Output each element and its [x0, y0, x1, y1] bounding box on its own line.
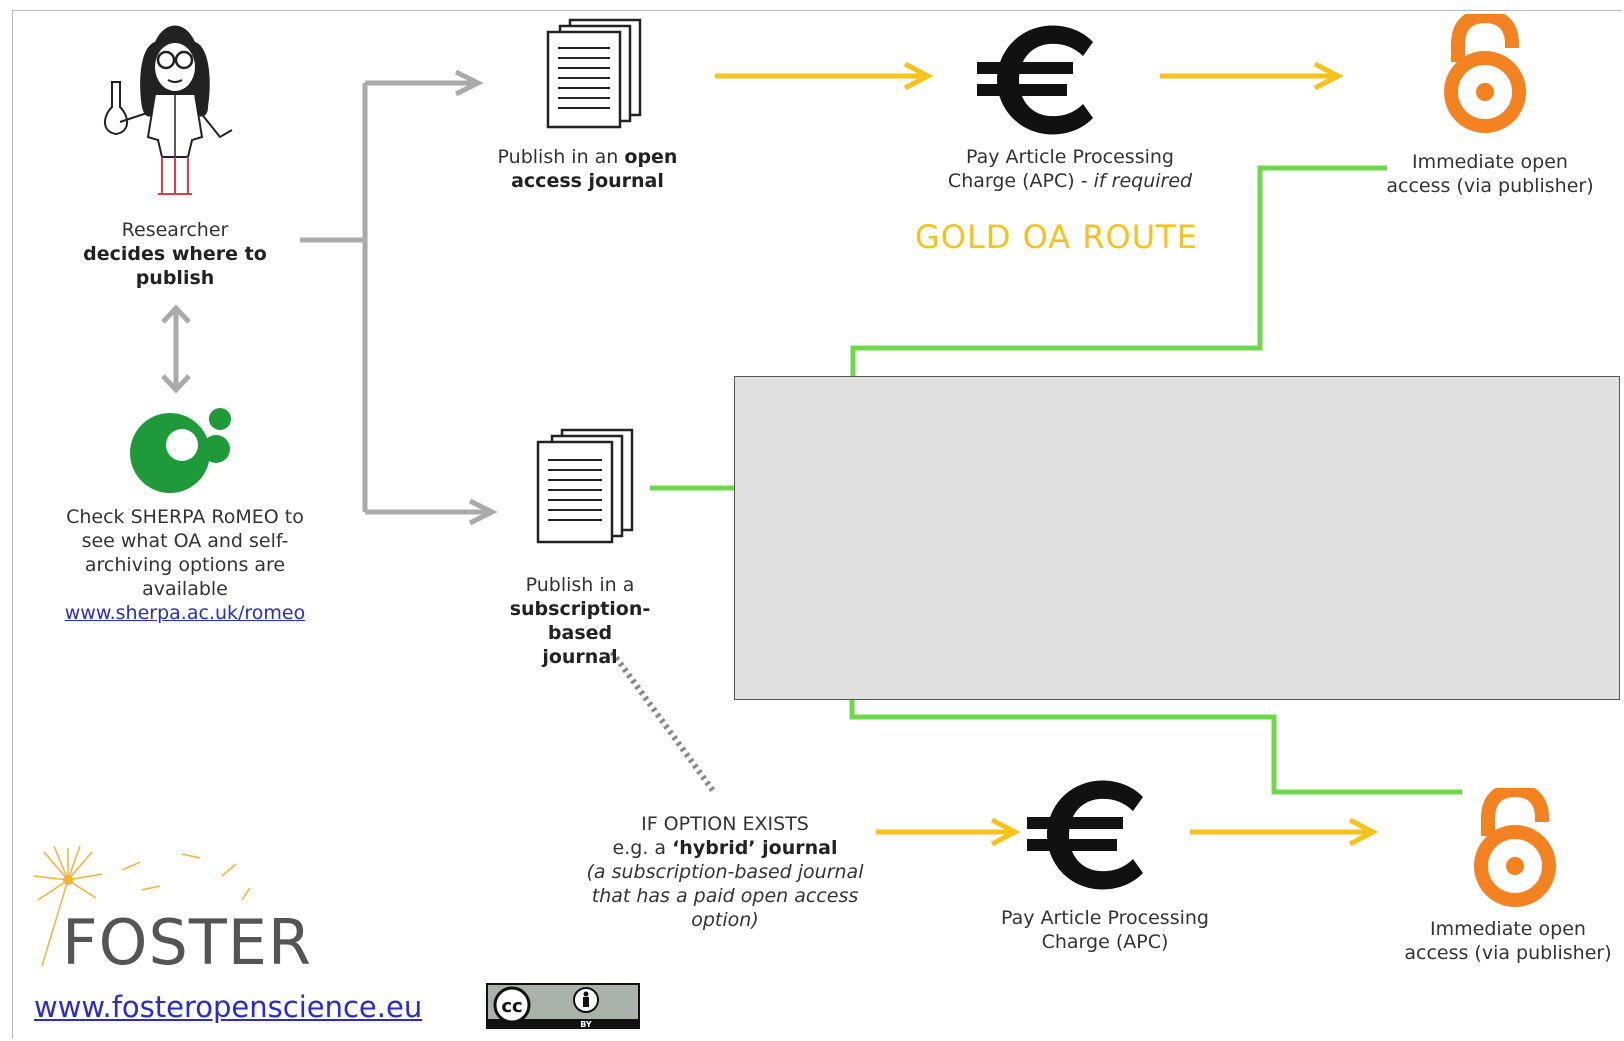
researcher-label: Researcher decides where to publish [83, 219, 267, 289]
apc-bottom-label: Pay Article Processing Charge (APC) [1001, 907, 1209, 953]
open-access-lock-icon [1444, 14, 1526, 133]
researcher-icon [104, 25, 233, 195]
document-stack-icon [546, 18, 642, 129]
immediate-bottom-label: Immediate open access (via publisher) [1404, 918, 1612, 964]
sherpa-romeo-logo [130, 408, 231, 493]
document-stack-icon [536, 428, 634, 544]
green-routes [650, 165, 1462, 795]
diagram-frame [12, 10, 1622, 1039]
subscription-journal-label: Publish in a subscription-based journal [509, 574, 651, 668]
immediate-top-label: Immediate open access (via publisher) [1386, 151, 1594, 197]
foster-brand: FOSTER [62, 906, 312, 979]
cc-text: cc [501, 996, 522, 1017]
euro-icon [977, 25, 1093, 135]
grey-branch-arrows [161, 69, 498, 526]
hybrid-dotted-connector [609, 650, 717, 794]
cc-by-badge: cc BY [486, 983, 640, 1029]
sherpa-label: Check SHERPA RoMEO to see what OA and se… [64, 506, 306, 624]
covered-region [734, 376, 1620, 700]
euro-icon [1027, 780, 1143, 890]
gold-arrows [715, 61, 1379, 847]
open-access-lock-icon [1474, 788, 1556, 907]
foster-dandelion-logo [33, 845, 251, 967]
gold-oa-route-label: GOLD OA ROUTE [915, 218, 1198, 256]
hybrid-option-label: IF OPTION EXISTS e.g. a ‘hybrid’ journal… [586, 813, 864, 931]
by-text: BY [580, 1020, 592, 1029]
sherpa-romeo-link[interactable]: www.sherpa.ac.uk/romeo [64, 602, 306, 624]
apc-top-label: Pay Article Processing Charge (APC) - if… [947, 146, 1193, 192]
foster-website-link[interactable]: www.fosteropenscience.eu [34, 990, 423, 1024]
open-journal-label: Publish in an open access journal [497, 146, 678, 192]
